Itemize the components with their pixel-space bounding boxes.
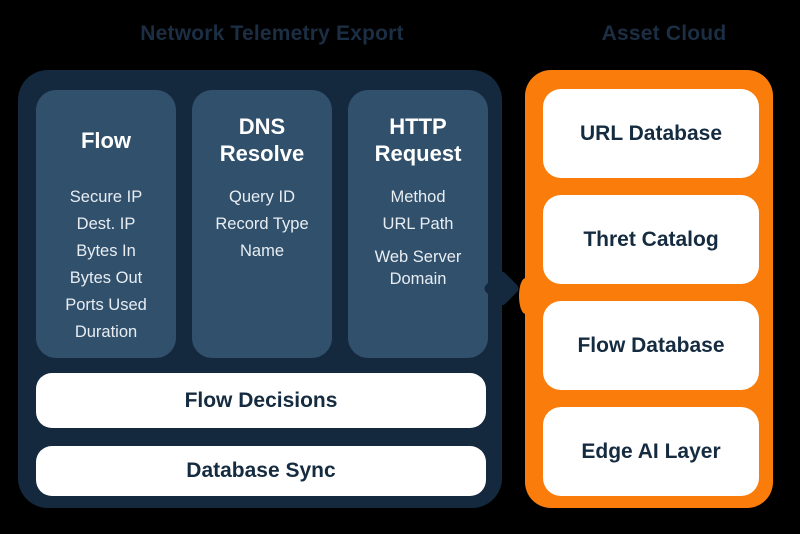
column-title: HTTP Request [374, 114, 462, 166]
right-panel-title: Asset Cloud [601, 22, 727, 45]
asset-cloud-panel: URL Database Thret Catalog Flow Database… [519, 70, 773, 508]
database-sync-bar: Database Sync [36, 446, 486, 496]
flow-decisions-bar: Flow Decisions [36, 373, 486, 428]
asset-card: URL Database [543, 89, 759, 178]
column-title: Flow [80, 127, 132, 153]
column-item: Web Server Domain [374, 248, 462, 288]
asset-card: Thret Catalog [543, 195, 759, 284]
column-item: Ports Used [65, 296, 147, 314]
column-item: URL Path [382, 215, 454, 233]
column-item: Query ID [228, 188, 296, 206]
connector-arrow [482, 269, 521, 308]
column-item: Secure IP [69, 188, 143, 206]
connector-bump [519, 278, 532, 314]
asset-card: Edge AI Layer [543, 407, 759, 496]
left-panel-title: Network Telemetry Export [140, 22, 404, 45]
asset-card: Flow Database [543, 301, 759, 390]
asset-cloud-cards: URL Database Thret Catalog Flow Database… [525, 70, 773, 508]
column-item: Bytes Out [69, 269, 143, 287]
column-item: Record Type [215, 215, 309, 233]
column-item: Bytes In [76, 242, 136, 260]
column-item: Method [390, 188, 446, 206]
column-title: DNS Resolve [219, 114, 305, 166]
column-item: Duration [74, 323, 138, 341]
column-item: Name [239, 242, 284, 260]
column-item: Dest. IP [76, 215, 136, 233]
